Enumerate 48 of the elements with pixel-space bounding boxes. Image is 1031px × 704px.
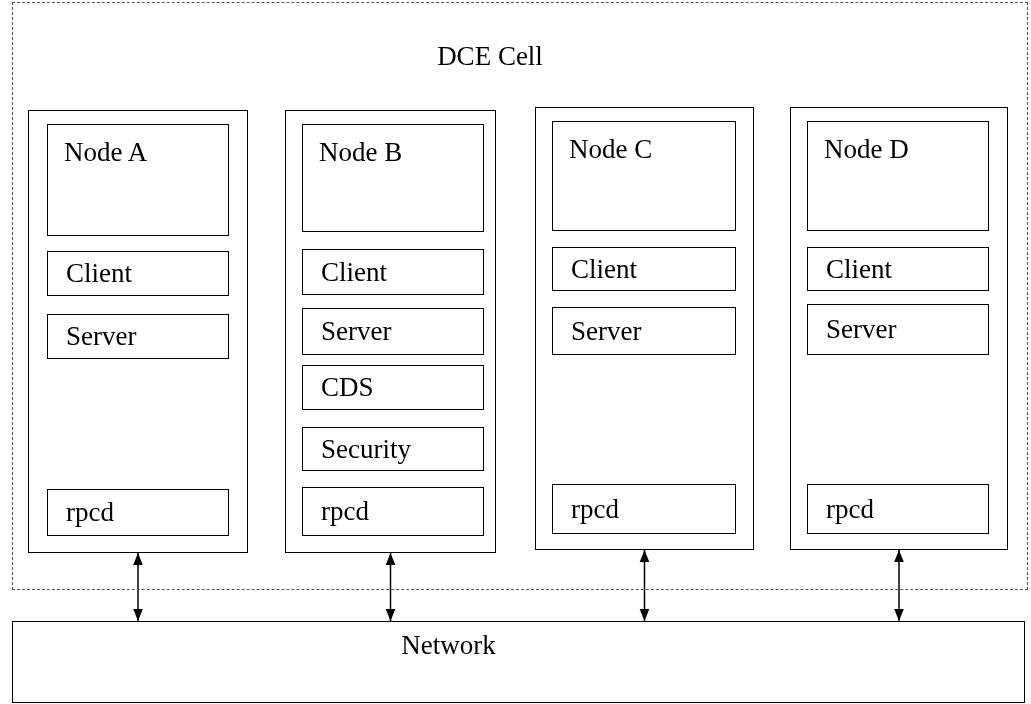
- double-arrow: [639, 549, 650, 622]
- node-label: Server: [321, 316, 392, 346]
- node-header-box: [302, 124, 484, 232]
- node-label: Client: [826, 253, 892, 284]
- node-label: rpcd: [826, 493, 874, 524]
- node-label: rpcd: [66, 497, 114, 527]
- component-box: [552, 307, 736, 355]
- component-box: [302, 427, 484, 471]
- node-label: Security: [321, 433, 411, 464]
- node-label: Server: [571, 315, 642, 346]
- double-arrow: [894, 549, 904, 622]
- component-box: [302, 249, 484, 295]
- component-box: [302, 365, 484, 410]
- component-box: [47, 251, 229, 296]
- node-column-box: [284, 109, 496, 553]
- cell-boundary: [12, 2, 1028, 590]
- node-label: rpcd: [321, 496, 369, 526]
- component-box: [552, 484, 736, 534]
- component-box: [47, 489, 229, 536]
- component-box: [552, 247, 736, 291]
- component-box: [807, 484, 989, 534]
- node-label: Node A: [64, 137, 148, 167]
- node-label: Network: [400, 630, 497, 660]
- component-box: [302, 308, 484, 355]
- node-header-box: [552, 121, 736, 231]
- double-arrow: [385, 552, 396, 622]
- node-label: Client: [321, 256, 387, 287]
- node-column-box: [27, 109, 248, 553]
- node-label: Client: [66, 258, 132, 288]
- node-header-box: [47, 124, 229, 236]
- double-arrow: [133, 552, 143, 622]
- node-column-box: [534, 106, 754, 550]
- node-label: Node D: [824, 134, 909, 164]
- node-label: DCE Cell: [436, 41, 544, 71]
- node-label: CDS: [321, 372, 374, 402]
- node-label: Server: [826, 314, 897, 344]
- node-label: Node C: [569, 134, 653, 164]
- node-column-box: [789, 106, 1008, 550]
- component-box: [47, 314, 229, 359]
- component-box: [807, 304, 989, 355]
- component-box: [302, 487, 484, 536]
- node-label: rpcd: [571, 493, 619, 524]
- node-label: Node B: [319, 137, 403, 167]
- node-label: Server: [66, 321, 137, 351]
- network-bar: [12, 621, 1025, 703]
- node-header-box: [807, 121, 989, 231]
- node-label: Client: [571, 253, 637, 284]
- component-box: [807, 247, 989, 291]
